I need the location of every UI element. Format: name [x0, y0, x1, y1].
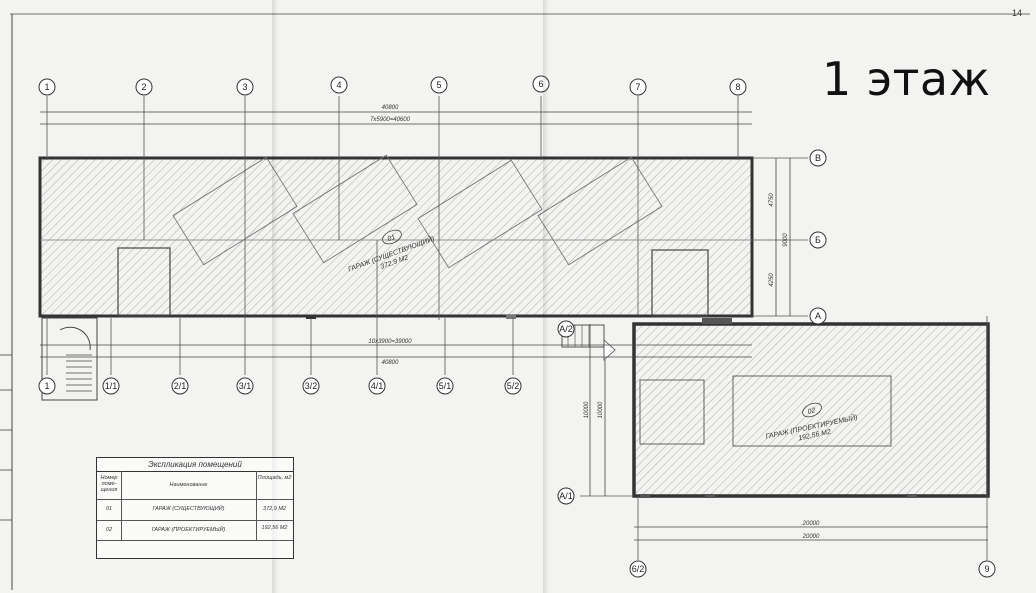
axis-label-annex: 6/2	[632, 564, 645, 574]
dimension-label: 10000	[598, 401, 604, 418]
axis-bubble	[629, 560, 647, 578]
dimension-label: 40800	[382, 105, 399, 111]
axis-label-bottom: 1/1	[105, 381, 118, 391]
axis-markers-right	[809, 149, 827, 325]
projected-garage-outline	[561, 318, 990, 498]
axis-label-top: 1	[44, 82, 49, 92]
axis-bubble	[38, 377, 56, 395]
cell-number: 02	[97, 520, 122, 540]
axis-label-top: 6	[538, 79, 543, 89]
axis-bubble	[236, 78, 254, 96]
axis-label-bottom: 4/1	[371, 381, 384, 391]
axis-label-bottom: 5/2	[507, 381, 520, 391]
axis-label-bottom: 1	[44, 381, 49, 391]
axis-bubble	[135, 78, 153, 96]
page-fold-shadow	[543, 0, 549, 593]
axis-bubble	[532, 75, 550, 93]
table-caption: Экспликация помещений	[97, 458, 293, 472]
axis-label-top: 5	[436, 80, 441, 90]
axis-bubble	[236, 377, 254, 395]
axis-markers-top	[38, 75, 747, 96]
axis-label-top: 4	[336, 80, 341, 90]
axis-label-top: 8	[735, 82, 740, 92]
axis-bubble	[436, 377, 454, 395]
axis-markers-annex	[557, 320, 996, 578]
axis-label-top: 7	[635, 82, 640, 92]
dimension-label: 10x3900=39000	[368, 339, 412, 345]
axis-bubble	[302, 377, 320, 395]
cell-area: 372,9 М2	[263, 506, 286, 512]
page-number: 14	[1012, 8, 1023, 18]
room-schedule-table: Экспликация помещений Номер поме- щения …	[96, 457, 294, 559]
axis-bubble	[504, 377, 522, 395]
page-fold-shadow	[272, 0, 278, 593]
axis-label-annex: 9	[984, 564, 989, 574]
sheet-title: 1 этаж	[822, 52, 991, 106]
axis-bubble	[368, 377, 386, 395]
column-header-name: Наименование	[169, 482, 208, 488]
axis-bubble	[38, 78, 56, 96]
column-header-number: Номер поме- щения	[100, 475, 118, 493]
dimension-label: 4250	[769, 273, 775, 287]
dimension-label: 40800	[382, 360, 399, 366]
dimension-label: 10000	[584, 401, 590, 418]
axis-label-annex: А/2	[559, 324, 573, 334]
axis-bubble	[171, 377, 189, 395]
axis-bubble	[809, 149, 827, 167]
axis-label-bottom: 2/1	[174, 381, 187, 391]
axis-label-annex: А/1	[559, 491, 573, 501]
dimension-label: 20000	[802, 534, 820, 540]
dimension-label: 9000	[783, 233, 789, 247]
axis-label-top: 2	[141, 82, 146, 92]
axis-label-right: В	[815, 153, 821, 163]
axis-bubble	[102, 377, 120, 395]
axis-label-right: Б	[815, 235, 821, 245]
table-row: 01 ГАРАЖ (СУЩЕСТВУЮЩИЙ) 372,9 М2	[97, 499, 293, 521]
axis-bubble	[809, 231, 827, 249]
axis-bubble	[330, 76, 348, 94]
grid-lines	[46, 96, 988, 560]
axis-bubble	[557, 320, 575, 338]
column-header-area: Площадь, м2	[257, 475, 292, 481]
axis-label-bottom: 3/2	[305, 381, 318, 391]
cell-number: 01	[97, 499, 122, 520]
axis-label-bottom: 3/1	[239, 381, 252, 391]
existing-garage-outline	[38, 154, 754, 401]
axis-bubble	[430, 76, 448, 94]
axis-bubble	[809, 307, 827, 325]
axis-bubble	[557, 487, 575, 505]
dimension-lines	[40, 111, 988, 541]
room-number: 01	[387, 234, 397, 243]
sheet-frame	[0, 13, 1030, 590]
table-header-row: Номер поме- щения Наименование Площадь, …	[97, 471, 293, 500]
dimension-label: 20000	[802, 521, 820, 527]
axis-bubble	[978, 560, 996, 578]
cell-name: ГАРАЖ (ПРОЕКТИРУЕМЫЙ)	[121, 520, 257, 540]
cell-area: 192,56 М2	[261, 525, 288, 531]
dimension-label: 4750	[769, 193, 775, 207]
axis-label-right: А	[815, 311, 821, 321]
axis-markers-bottom	[38, 377, 522, 395]
room-number: 02	[807, 407, 816, 416]
axis-label-top: 3	[242, 82, 247, 92]
axis-label-bottom: 5/1	[439, 381, 452, 391]
dimension-label: 7x5900=40600	[370, 117, 411, 123]
axis-bubble	[629, 78, 647, 96]
table-row: 02 ГАРАЖ (ПРОЕКТИРУЕМЫЙ) 192,56 М2	[97, 520, 293, 541]
axis-bubble	[729, 78, 747, 96]
cell-name: ГАРАЖ (СУЩЕСТВУЮЩИЙ)	[121, 499, 257, 520]
